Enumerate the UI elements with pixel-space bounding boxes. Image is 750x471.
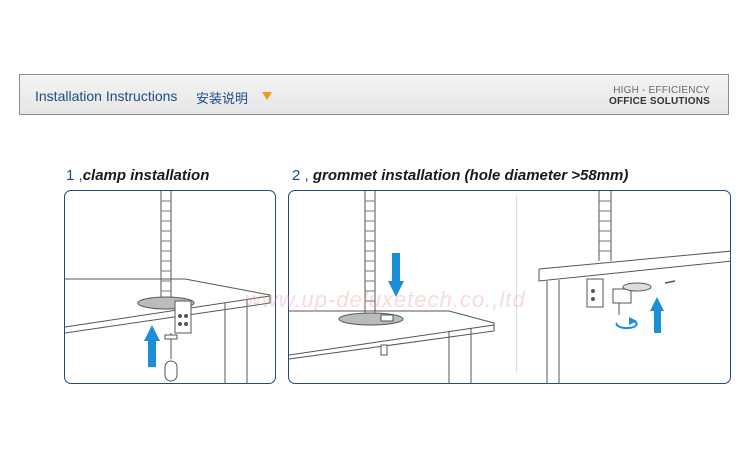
brand-tagline-2: OFFICE SOLUTIONS [609, 96, 710, 107]
dropdown-arrow-icon[interactable] [262, 92, 272, 100]
step-2-number: 2 , [292, 167, 309, 184]
brand-tagline-1: HIGH - EFFICIENCY [613, 85, 710, 96]
watermark-text: www.up-deluxetech.co.,ltd [245, 287, 526, 312]
page-title: Installation Instructions [35, 88, 178, 104]
step-1-title: 1 ,clamp installation [66, 167, 209, 184]
up-arrow-icon [650, 297, 664, 333]
clamp-illustration [65, 191, 271, 383]
down-arrow-icon [388, 253, 404, 297]
clamp-installation-panel [64, 190, 276, 384]
panel-divider [516, 195, 517, 373]
grommet-installation-panel [288, 190, 731, 384]
grommet-illustration [289, 191, 730, 383]
up-arrow-icon [144, 325, 160, 367]
rotate-arrow-icon [615, 317, 638, 330]
step-1-label: clamp installation [82, 167, 210, 184]
step-1-number: 1 , [66, 167, 83, 184]
header-banner: Installation Instructions 安装说明 HIGH - EF… [19, 74, 729, 115]
page-title-cn: 安装说明 [196, 92, 249, 107]
step-2-title: 2 , grommet installation (hole diameter … [292, 167, 628, 184]
step-2-label: grommet installation (hole diameter >58m… [312, 167, 629, 184]
